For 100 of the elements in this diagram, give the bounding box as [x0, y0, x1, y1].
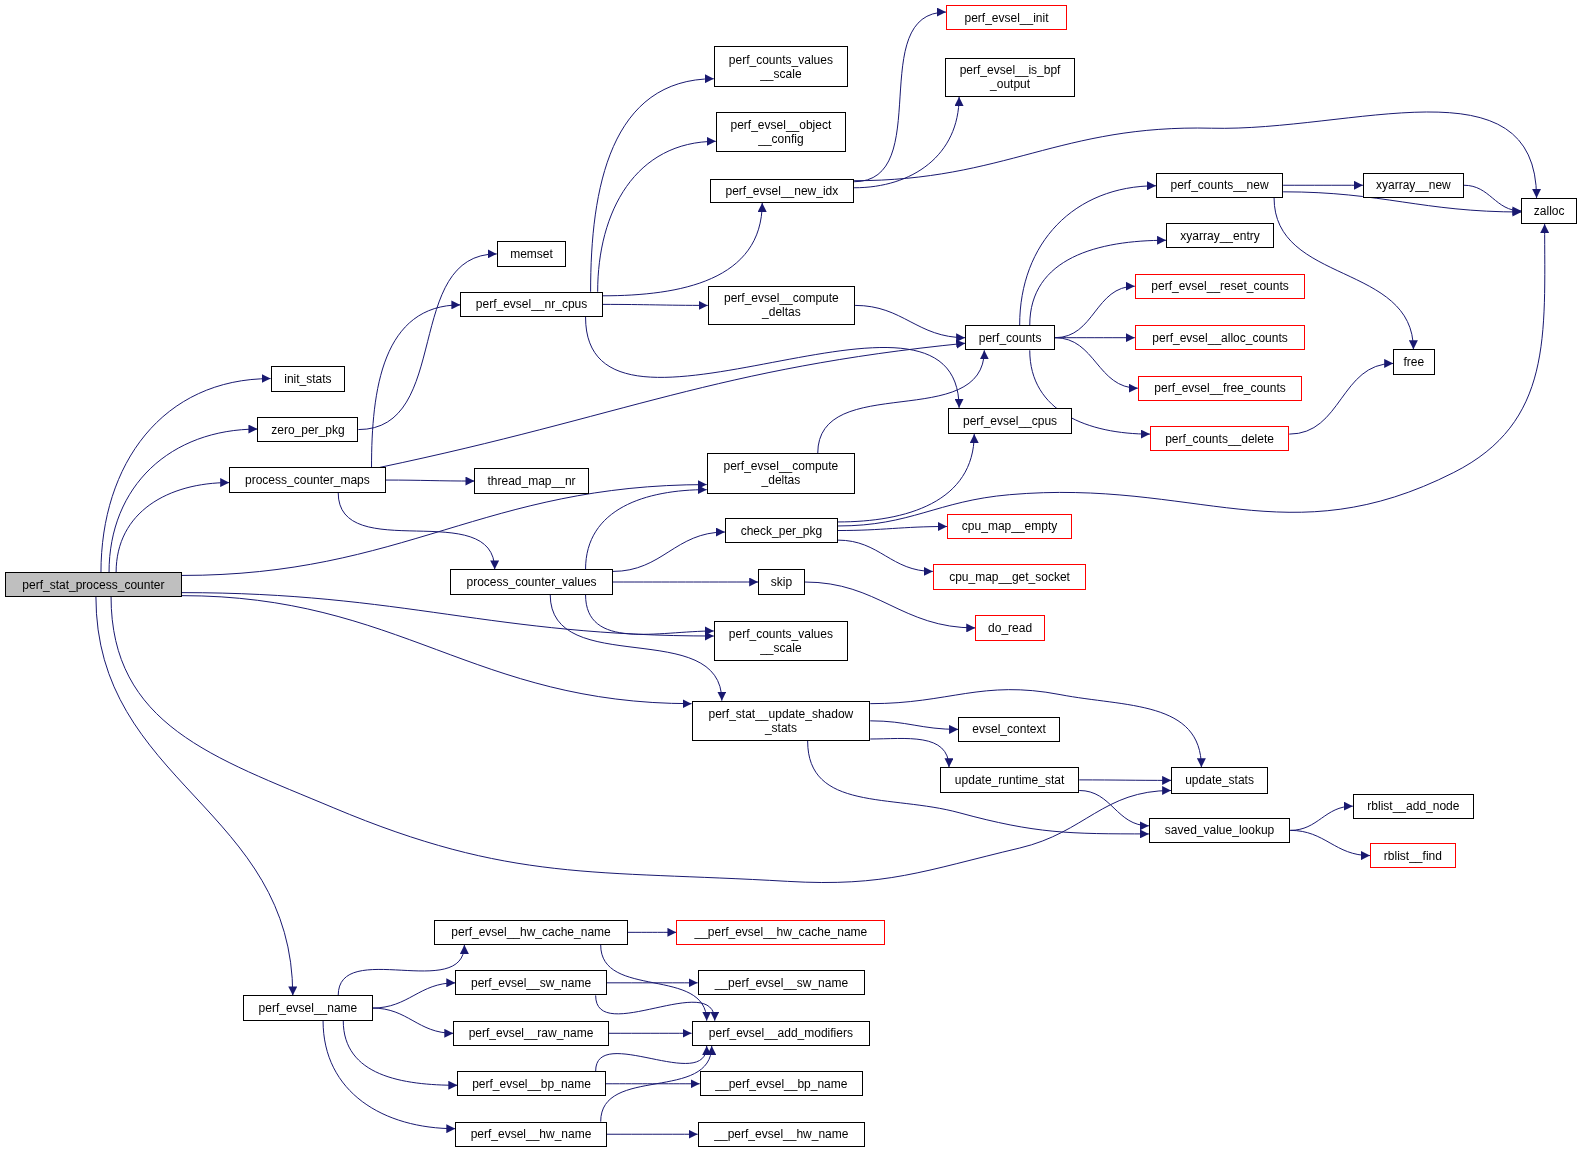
call-arrow: [600, 944, 710, 1022]
function-box: [713, 620, 848, 662]
call-arrow: [1273, 197, 1417, 350]
function-name: evsel_context: [972, 722, 1046, 737]
function-box: [5, 572, 182, 597]
function-box: [939, 767, 1080, 793]
call-arrow: [612, 528, 726, 572]
function-box: [691, 1020, 871, 1046]
call-arrow: [357, 250, 498, 431]
call-arrow: [837, 539, 934, 576]
call-arrow: [595, 994, 718, 1022]
function-box: [715, 112, 846, 153]
call-arrow: [181, 480, 708, 576]
function-box: [945, 5, 1068, 31]
function-box: [1149, 426, 1290, 452]
function-box: [932, 564, 1087, 590]
function-box: [1134, 273, 1306, 299]
call-arrow: [1282, 180, 1364, 190]
function-name: saved_value_lookup: [1164, 823, 1275, 838]
function-box: [946, 513, 1073, 540]
function-name: perf_evsel__bp_name: [472, 1076, 591, 1091]
call-arrow: [1463, 184, 1522, 215]
call-arrow: [385, 476, 475, 486]
call-arrow: [853, 111, 1540, 199]
function-box: [691, 700, 871, 741]
call-arrow: [372, 978, 456, 1009]
call-arrow: [95, 596, 297, 996]
call-arrow: [606, 978, 699, 988]
function-name: perf_evsel__compute _deltas: [723, 291, 840, 320]
function-box: [944, 57, 1076, 97]
function-name: perf_evsel__add_modifiers: [708, 1026, 853, 1041]
call-arrow: [1078, 790, 1150, 830]
function-name: perf_evsel__hw_cache_name: [451, 925, 611, 940]
call-arrow: [1288, 360, 1394, 435]
call-arrow: [837, 223, 1550, 527]
function-box: [1352, 793, 1474, 819]
function-box: [270, 366, 346, 392]
call-arrow: [612, 577, 759, 587]
function-name: __perf_evsel__sw_name: [714, 975, 849, 990]
function-box: [1362, 172, 1464, 198]
call-arrow: [1289, 829, 1371, 860]
call-arrow: [595, 1045, 710, 1072]
function-name: perf_counts__delete: [1165, 431, 1274, 446]
function-name: skip: [770, 575, 793, 589]
call-arrow: [181, 592, 715, 641]
function-box: [1148, 817, 1291, 843]
call-arrow: [549, 594, 725, 702]
function-name: __perf_evsel__hw_cache_name: [694, 925, 868, 940]
function-name: perf_evsel__sw_name: [471, 975, 592, 990]
function-name: perf_counts_values __scale: [727, 52, 834, 81]
function-box: [450, 569, 613, 595]
function-box: [1137, 375, 1303, 401]
function-box: [453, 1020, 609, 1046]
call-arrow: [585, 594, 715, 636]
function-name: perf_counts_values __scale: [727, 627, 834, 656]
call-arrow: [869, 720, 959, 734]
function-name: free: [1403, 354, 1425, 369]
function-name: perf_evsel__raw_name: [468, 1026, 594, 1041]
call-arrow: [590, 75, 715, 293]
function-box: [676, 919, 886, 945]
function-name: process_counter_values: [466, 575, 597, 589]
function-name: perf_stat__update_shadow _stats: [707, 706, 855, 735]
function-box: [1134, 325, 1306, 351]
function-name: cpu_map__empty: [961, 519, 1058, 534]
call-arrow: [372, 1007, 454, 1038]
call-arrow: [100, 374, 272, 573]
function-name: zalloc: [1533, 204, 1565, 218]
function-name: rblist__find: [1383, 848, 1442, 863]
call-arrow: [108, 425, 258, 573]
call-arrow: [602, 202, 766, 297]
call-arrow: [1029, 349, 1151, 439]
call-arrow: [602, 300, 709, 310]
call-arrow: [181, 595, 693, 708]
function-box: [1155, 172, 1284, 198]
function-name: perf_evsel__new_idx: [725, 183, 839, 198]
function-name: perf_evsel__alloc_counts: [1152, 330, 1288, 345]
call-arrow: [606, 1129, 699, 1139]
call-arrow: [1019, 181, 1157, 326]
call-arrow: [807, 740, 1150, 839]
function-box: [707, 285, 856, 326]
function-box: [724, 517, 838, 544]
function-box: [243, 995, 373, 1021]
function-name: perf_counts__new: [1170, 178, 1269, 193]
function-name: __perf_evsel__hw_name: [714, 1127, 849, 1142]
call-arrow: [608, 1028, 693, 1038]
call-arrow: [853, 9, 947, 183]
function-box: [713, 46, 848, 87]
function-name: perf_counts: [978, 330, 1042, 345]
function-name: zero_per_pkg: [271, 422, 345, 437]
call-arrow: [342, 1020, 458, 1090]
function-box: [758, 569, 805, 595]
function-name: check_per_pkg: [740, 523, 823, 538]
function-name: perf_evsel__cpus: [963, 413, 1058, 428]
function-box: [474, 468, 589, 494]
function-box: [1166, 223, 1275, 249]
function-box: [975, 614, 1045, 642]
function-name: perf_evsel__compute _deltas: [722, 459, 840, 488]
function-box: [1393, 349, 1435, 375]
function-name: perf_evsel__hw_name: [470, 1127, 592, 1142]
call-arrow: [115, 478, 230, 573]
